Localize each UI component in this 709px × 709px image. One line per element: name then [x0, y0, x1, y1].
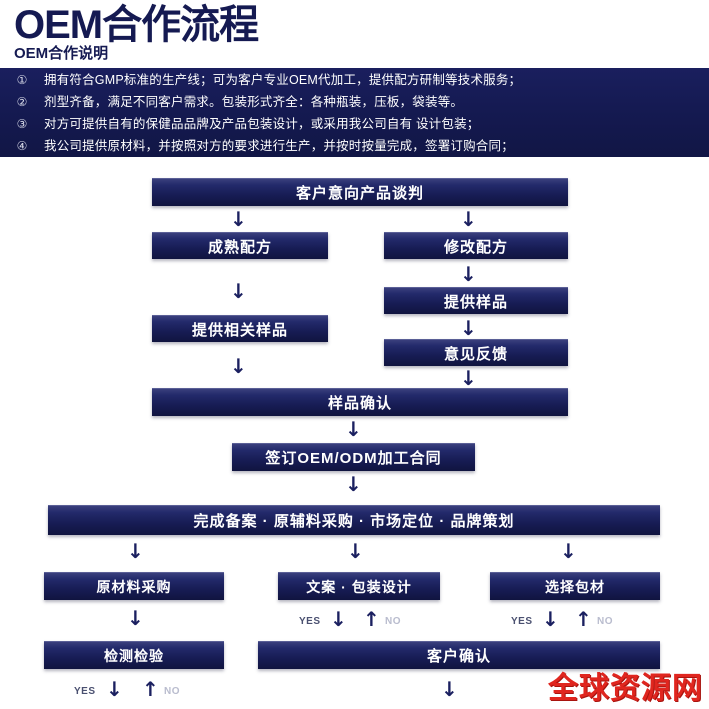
page-title: OEM合作流程: [14, 3, 259, 47]
note-item: ④ 我公司提供原材料，并按照对方的要求进行生产，并按时按量完成，签署订购合同；: [0, 136, 709, 157]
arrow-down-icon: [230, 209, 247, 229]
note-text-4: 我公司提供原材料，并按照对方的要求进行生产，并按时按量完成，签署订购合同；: [44, 139, 514, 153]
note-number-4: ④: [16, 139, 28, 153]
yes-label: YES: [299, 616, 321, 627]
note-text-3: 对方可提供自有的保健品品牌及产品包装设计，或采用我公司自有 设计包装；: [44, 117, 480, 131]
yes-label: YES: [511, 616, 533, 627]
note-item: ① 拥有符合GMP标准的生产线；可为客户专业OEM代加工，提供配方研制等技术服务…: [0, 70, 709, 91]
note-text-1: 拥有符合GMP标准的生产线；可为客户专业OEM代加工，提供配方研制等技术服务；: [44, 73, 522, 87]
arrow-down-icon: [230, 356, 247, 376]
arrow-down-icon: [460, 209, 477, 229]
flow-box-feedback[interactable]: 意见反馈: [384, 339, 568, 366]
note-item: ③ 对方可提供自有的保健品品牌及产品包装设计，或采用我公司自有 设计包装；: [0, 114, 709, 135]
flow-box-select-packaging[interactable]: 选择包材: [490, 572, 660, 600]
watermark: 全球资源网: [548, 672, 703, 705]
arrow-down-icon: [127, 608, 144, 628]
arrow-up-icon: [575, 609, 592, 629]
flow-box-filing-row[interactable]: 完成备案 · 原辅料采购 · 市场定位 · 品牌策划: [48, 505, 660, 535]
flow-box-provide-sample[interactable]: 提供样品: [384, 287, 568, 314]
arrow-down-icon: [347, 541, 364, 561]
arrow-down-icon: [106, 679, 123, 699]
note-number-2: ②: [16, 95, 28, 109]
arrow-down-icon: [460, 264, 477, 284]
no-label: NO: [597, 616, 613, 627]
arrow-down-icon: [542, 609, 559, 629]
arrow-down-icon: [345, 419, 362, 439]
flow-box-modify-formula[interactable]: 修改配方: [384, 232, 568, 259]
yes-label: YES: [74, 686, 96, 697]
flow-box-raw-material-purchase[interactable]: 原材料采购: [44, 572, 224, 600]
note-number-3: ③: [16, 117, 28, 131]
note-text-2: 剂型齐备，满足不同客户需求。包装形式齐全：各种瓶装，压板，袋装等。: [44, 95, 464, 109]
arrow-down-icon: [460, 368, 477, 388]
arrow-down-icon: [230, 281, 247, 301]
no-label: NO: [385, 616, 401, 627]
flow-box-sign-contract[interactable]: 签订OEM/ODM加工合同: [232, 443, 475, 471]
arrow-down-icon: [330, 609, 347, 629]
page-subtitle: OEM合作说明: [14, 45, 109, 62]
flow-box-negotiation[interactable]: 客户意向产品谈判: [152, 178, 568, 206]
arrow-down-icon: [345, 474, 362, 494]
flow-box-copy-package-design[interactable]: 文案 · 包装设计: [278, 572, 440, 600]
arrow-up-icon: [142, 679, 159, 699]
arrow-down-icon: [460, 318, 477, 338]
arrow-down-icon: [441, 679, 458, 699]
flow-box-sample-confirm[interactable]: 样品确认: [152, 388, 568, 416]
arrow-down-icon: [127, 541, 144, 561]
flow-box-customer-confirm[interactable]: 客户确认: [258, 641, 660, 669]
flow-box-mature-formula[interactable]: 成熟配方: [152, 232, 328, 259]
flow-box-provide-related-sample[interactable]: 提供相关样品: [152, 315, 328, 342]
note-item: ② 剂型齐备，满足不同客户需求。包装形式齐全：各种瓶装，压板，袋装等。: [0, 92, 709, 113]
notes-band: ① 拥有符合GMP标准的生产线；可为客户专业OEM代加工，提供配方研制等技术服务…: [0, 68, 709, 157]
note-number-1: ①: [16, 73, 28, 87]
arrow-up-icon: [363, 609, 380, 629]
no-label: NO: [164, 686, 180, 697]
arrow-down-icon: [560, 541, 577, 561]
flow-box-inspection[interactable]: 检测检验: [44, 641, 224, 669]
